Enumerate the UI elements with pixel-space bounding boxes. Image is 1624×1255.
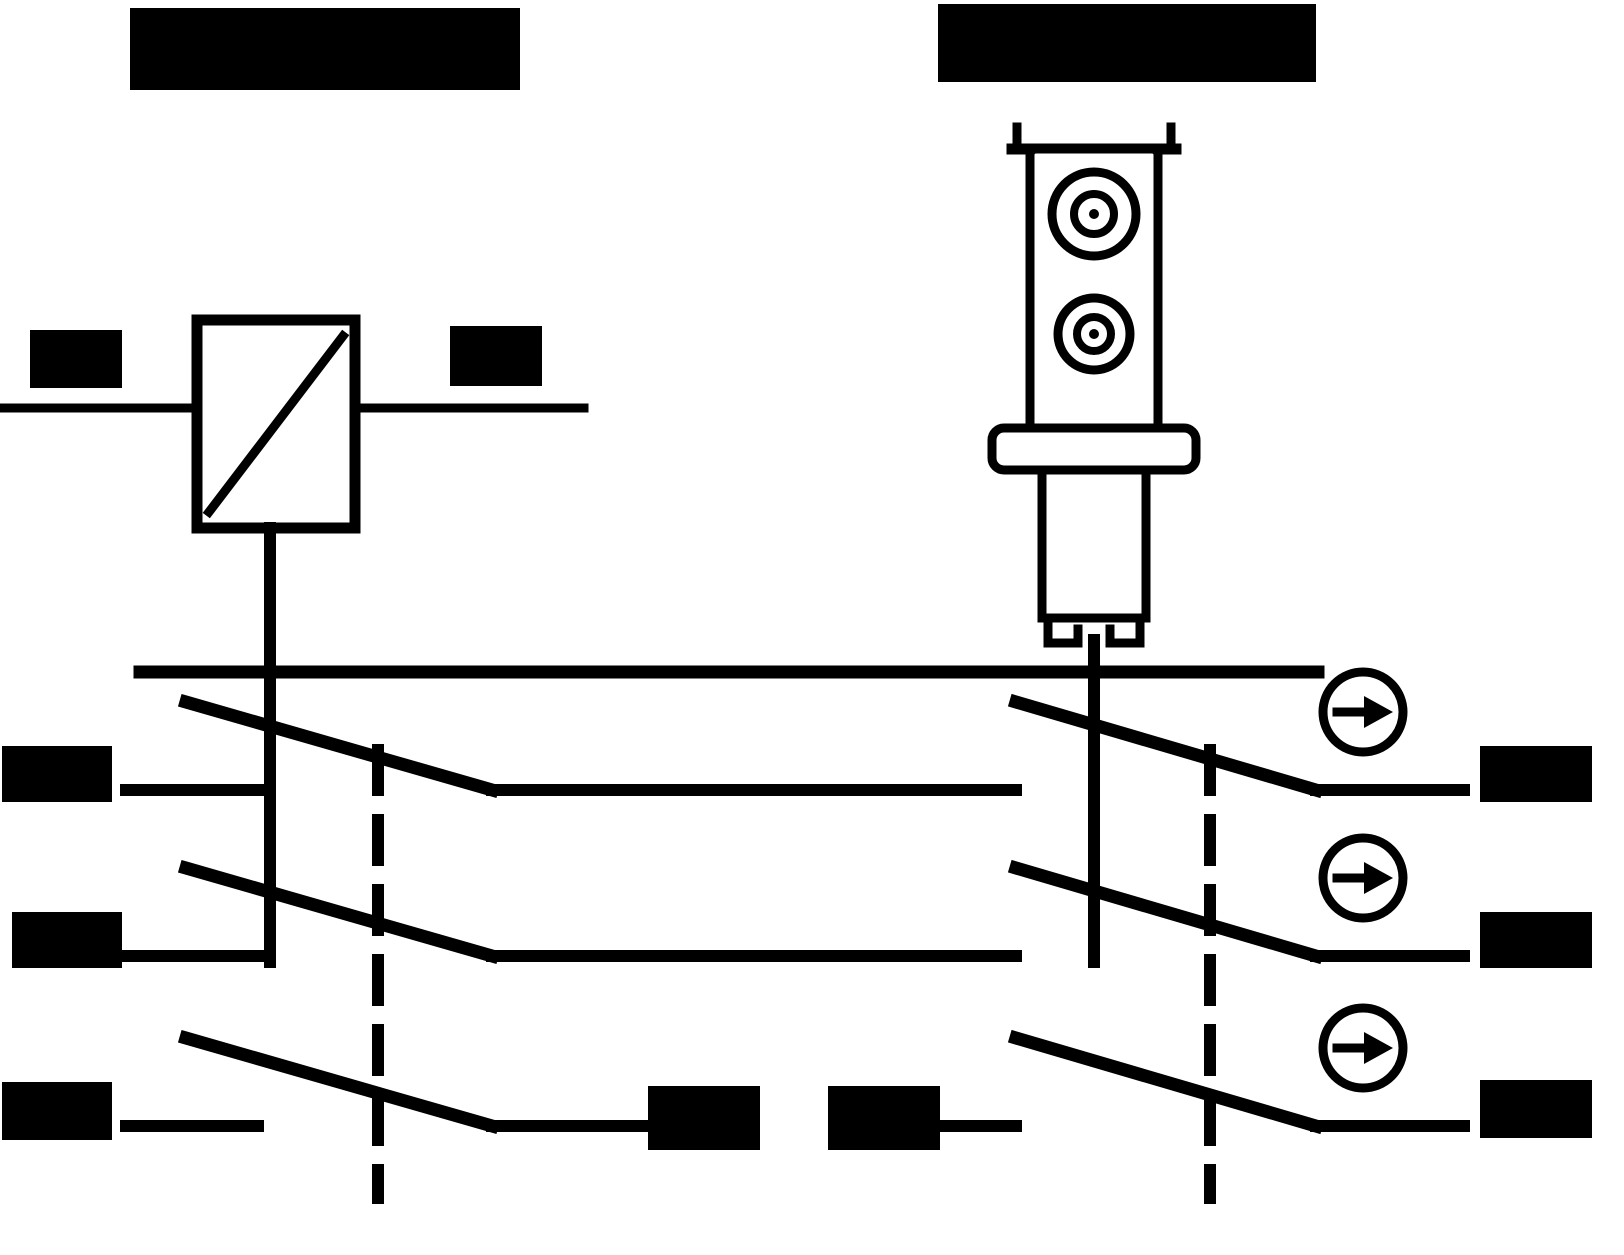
fuse-base	[1037, 465, 1151, 623]
flow-indicator-3	[1318, 1003, 1408, 1093]
right-arrow-icon	[1364, 696, 1393, 728]
flow-indicator-1	[1318, 667, 1408, 757]
phase2-blade-left	[177, 859, 501, 965]
phase3-blade-right	[1007, 1029, 1325, 1135]
phase3-blade-left	[177, 1029, 501, 1135]
phase1-blade-right	[1007, 693, 1325, 799]
redacted-device-label-right	[450, 326, 542, 386]
converter-box-diagonal	[202, 329, 350, 519]
flow-indicator-2	[1318, 833, 1408, 923]
redacted-feeder2-left-label	[12, 912, 122, 968]
redacted-mid-label-1	[648, 1086, 760, 1150]
fuse-bolt-lower-dot	[1089, 329, 1099, 339]
redacted-labels	[2, 4, 1592, 1150]
phase-1	[120, 693, 1470, 799]
redacted-mid-label-2	[828, 1086, 940, 1150]
redacted-feeder3-right-label	[1480, 1080, 1592, 1138]
ink-layer	[0, 122, 1470, 1204]
redacted-device-label-left	[30, 330, 122, 388]
right-arrow-icon	[1364, 1032, 1393, 1064]
right-arrow-icon	[1364, 862, 1393, 894]
redacted-feeder1-left-label	[2, 746, 112, 802]
redacted-feeder1-right-label	[1480, 746, 1592, 802]
fuse-feet	[1043, 613, 1145, 648]
fuse-flange	[987, 423, 1201, 475]
phase2-blade-right	[1007, 859, 1325, 965]
redacted-title-left	[130, 8, 520, 90]
fuse-bolt-upper-dot	[1089, 209, 1099, 219]
phase1-blade-left	[177, 693, 501, 799]
redacted-title-right	[938, 4, 1316, 82]
redacted-feeder3-left-label	[2, 1082, 112, 1140]
fuse-symbol	[987, 122, 1201, 648]
redacted-feeder2-right-label	[1480, 912, 1592, 968]
phase-2	[120, 859, 1470, 965]
phase-3	[120, 1029, 1470, 1135]
